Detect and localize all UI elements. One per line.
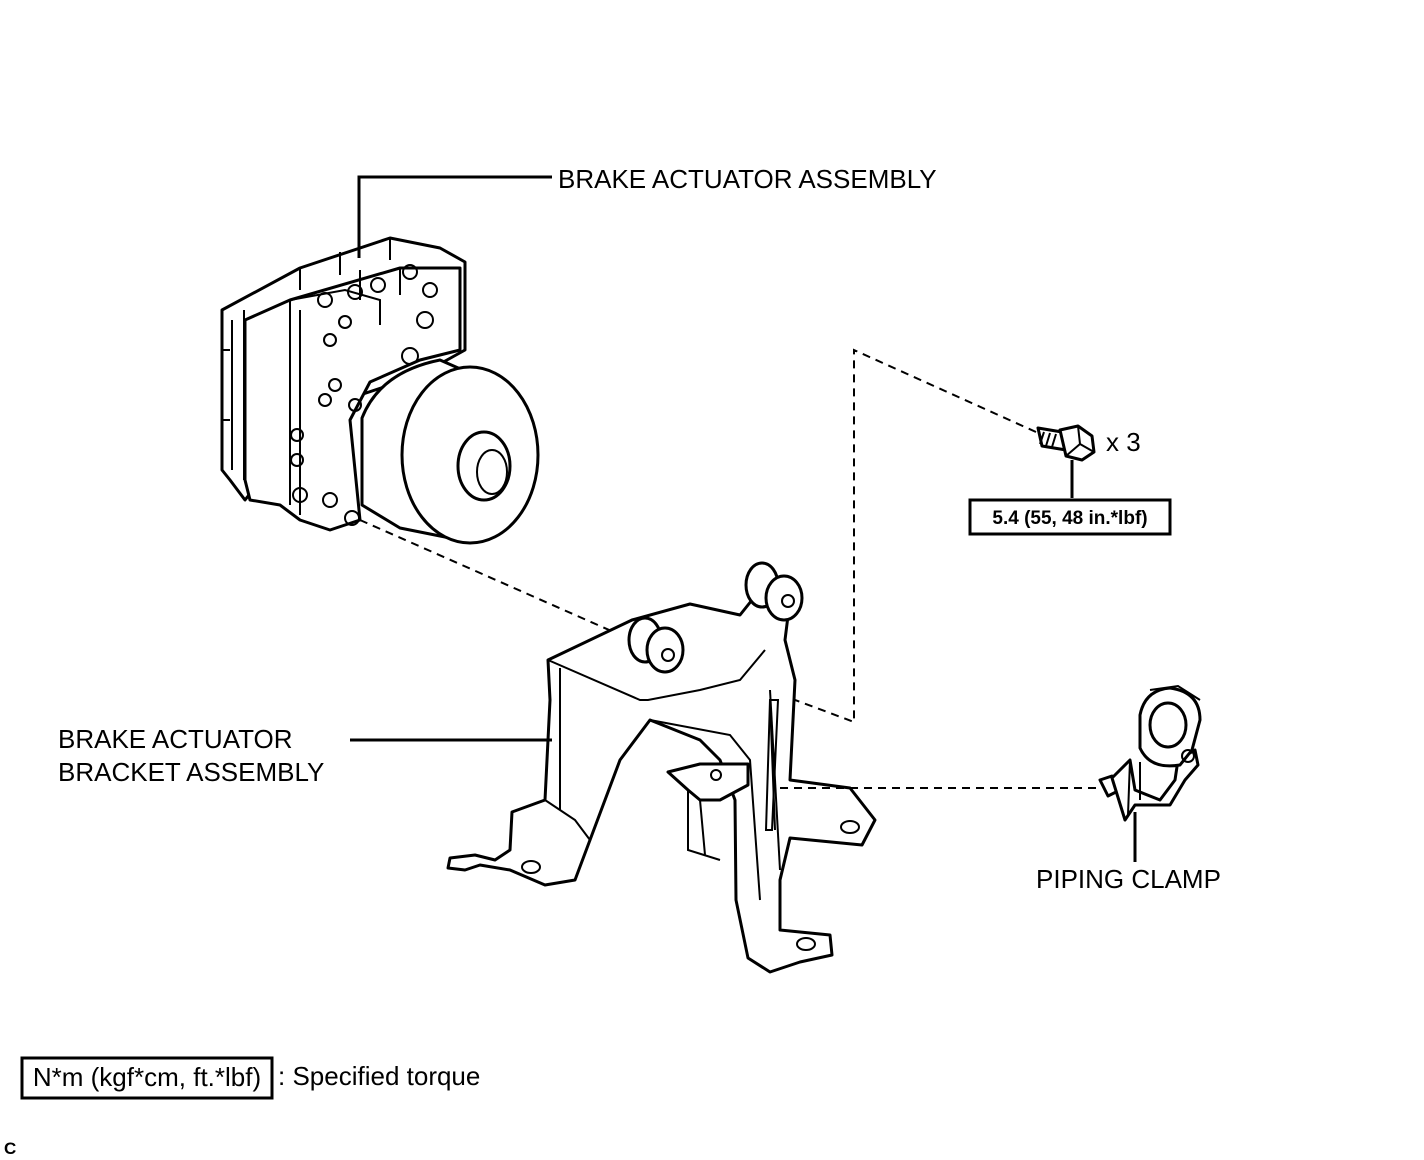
label-bracket-line1: BRAKE ACTUATOR (58, 724, 293, 754)
brake-actuator-bracket-assembly (446, 561, 877, 974)
bolt-quantity: x 3 (1106, 427, 1141, 457)
torque-spec-value: 5.4 (55, 48 in.*lbf) (992, 508, 1147, 529)
torque-spec-box (968, 498, 1172, 536)
bolt-icon (1036, 424, 1096, 462)
figure-code: C (4, 1139, 16, 1158)
legend-description: : Specified torque (278, 1061, 480, 1091)
label-piping-clamp: PIPING CLAMP (1036, 864, 1221, 894)
leader-actuator (357, 175, 552, 258)
piping-clamp-icon (1098, 684, 1202, 822)
legend-unit-box (20, 1056, 274, 1100)
label-bracket-line2: BRACKET ASSEMBLY (58, 757, 324, 787)
label-brake-actuator-assembly: BRAKE ACTUATOR ASSEMBLY (558, 164, 937, 194)
brake-actuator-assembly (220, 236, 540, 545)
legend-unit-text: N*m (kgf*cm, ft.*lbf) (33, 1062, 261, 1092)
